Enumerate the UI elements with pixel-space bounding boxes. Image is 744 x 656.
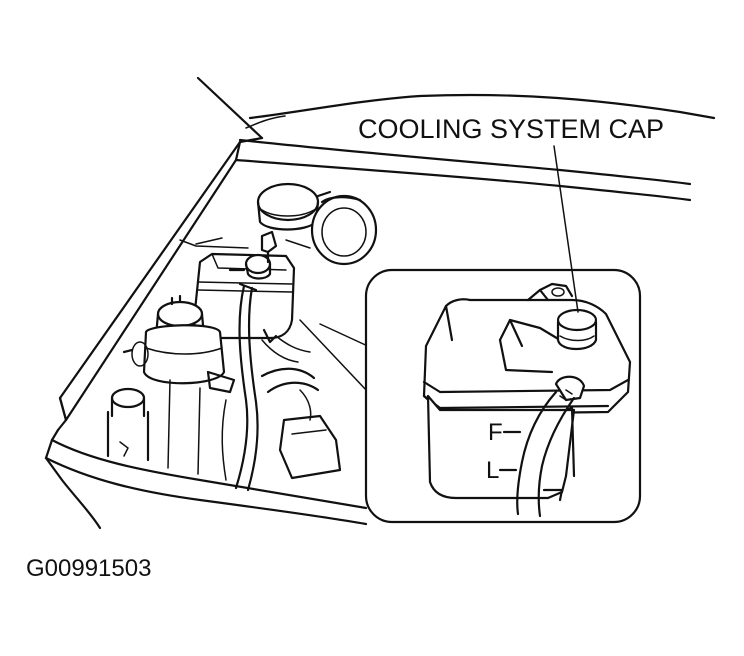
brake-reservoir bbox=[256, 182, 320, 231]
callout-label: COOLING SYSTEM CAP bbox=[358, 114, 664, 144]
detail-inset: F L bbox=[364, 268, 642, 524]
engine-detail-lines bbox=[167, 237, 342, 481]
callout-leader-line bbox=[553, 145, 579, 313]
overflow-hose-small bbox=[234, 282, 259, 492]
hood-outline bbox=[58, 76, 716, 422]
round-canister bbox=[310, 190, 378, 266]
overflow-hose-detail bbox=[516, 375, 586, 518]
power-steering-pump bbox=[122, 294, 226, 385]
front-fender-outline bbox=[44, 396, 368, 530]
full-mark: F bbox=[488, 419, 503, 446]
detail-leader-lines bbox=[299, 319, 373, 393]
figure-id: G00991503 bbox=[26, 555, 151, 582]
coolant-reservoir-small bbox=[192, 230, 296, 344]
low-mark: L bbox=[486, 457, 499, 484]
cooling-system-cap bbox=[556, 308, 598, 351]
washer-reservoir bbox=[106, 387, 150, 462]
